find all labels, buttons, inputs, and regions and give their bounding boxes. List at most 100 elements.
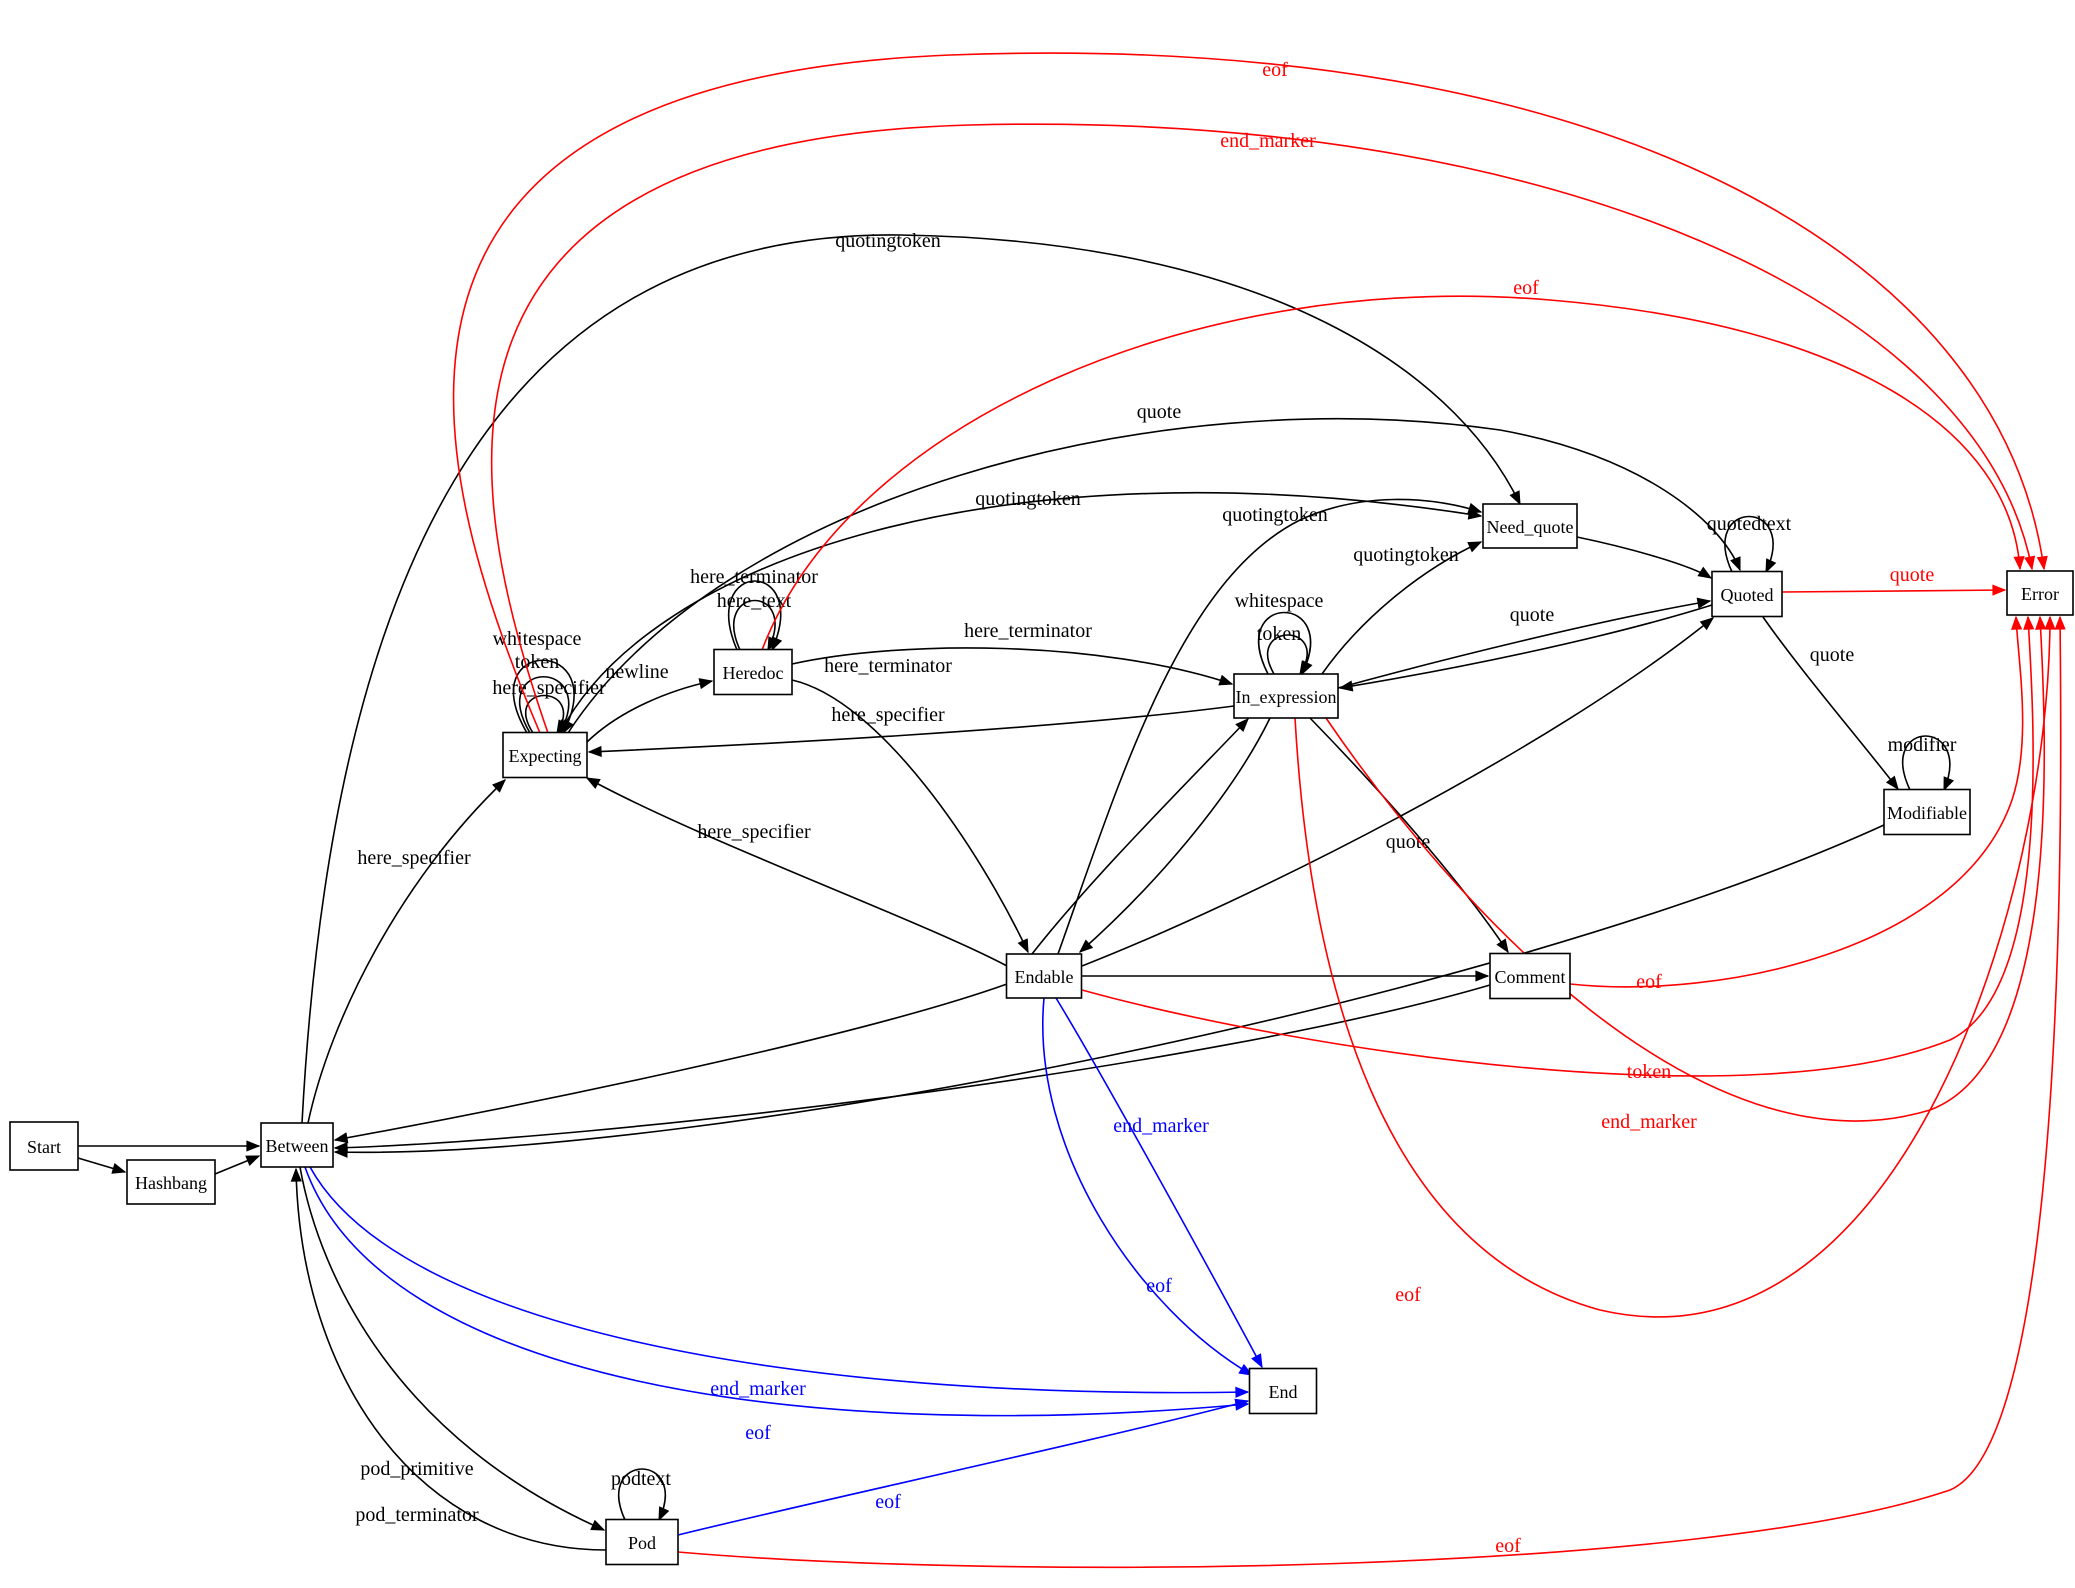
edge-Expecting-Expecting-token [518, 676, 571, 735]
edge-Between-Pod-pod_primitive [299, 1166, 606, 1531]
edge-label-Between-Expecting-here_specifier: here_specifier [357, 847, 471, 869]
edge-Pod-Pod-podtext [618, 1468, 670, 1522]
state-node-End: End [1248, 1367, 1318, 1415]
state-box-Start [9, 1121, 79, 1171]
state-box-Expecting [502, 731, 588, 779]
edge-Expecting-Heredoc-newline [586, 678, 714, 743]
edge-label-Pod-End-eof: eof [875, 1491, 901, 1513]
state-node-Start: Start [9, 1121, 79, 1171]
edge-Quoted-Quoted-quotedtext [1724, 515, 1777, 574]
edge-Between-Expecting-here_specifier [307, 779, 507, 1124]
edge-label-Between-Need_quote-quotingtoken: quotingtoken [835, 230, 941, 252]
edge-In_expression-Expecting-here_specifier [587, 705, 1235, 758]
edge-Expecting-Expecting-here_specifier [525, 694, 569, 735]
edge-label-Expecting-Expecting-here_specifier: here_specifier [492, 677, 606, 699]
edge-label-Between-Pod-pod_primitive: pod_primitive [360, 1458, 473, 1480]
state-label-Modifiable: Modifiable [1887, 803, 1967, 823]
edge-Heredoc-In_expression-here_terminator [791, 647, 1234, 686]
state-box-Hashbang [126, 1159, 216, 1205]
edge-label-Endable-Expecting-here_specifier: here_specifier [697, 821, 811, 843]
state-label-Pod: Pod [628, 1533, 656, 1553]
state-box-Modifiable [1883, 788, 1971, 836]
edge-label-Between-End-eof: eof [745, 1422, 771, 1444]
state-node-Modifiable: Modifiable [1883, 788, 1971, 836]
edge-label-Heredoc-Error-eof: eof [1513, 277, 1539, 299]
state-node-Between: Between [260, 1122, 334, 1168]
edge-Heredoc-Heredoc-here_text [733, 599, 779, 652]
edge-Expecting-Expecting-whitespace [512, 659, 575, 735]
state-label-Comment: Comment [1495, 967, 1566, 987]
edge-label-In_expression-Need_quote-quotingtoken: quotingtoken [1353, 544, 1459, 566]
state-node-Pod: Pod [605, 1518, 679, 1566]
edge-label-Between-End-end_marker: end_marker [710, 1378, 806, 1400]
edge-Endable-End-eof [1042, 997, 1254, 1376]
edge-Endable-In_expression [1031, 717, 1249, 955]
edge-Quoted-Error-quote [1781, 584, 2007, 596]
edge-label-Endable-Need_quote-quotingtoken: quotingtoken [1222, 504, 1328, 526]
edge-In_expression-Error-eof [1294, 615, 2056, 1318]
state-label-Heredoc: Heredoc [723, 663, 784, 683]
edge-Hashbang-Between [214, 1155, 261, 1175]
edge-label-Quoted-Modifiable-quote: quote [1810, 644, 1855, 666]
edge-label-In_expression-Expecting-here_specifier: here_specifier [831, 704, 945, 726]
edge-Start-Hashbang [77, 1157, 127, 1174]
edge-label-In_expression-In_expression-whitespace: whitespace [1235, 590, 1324, 612]
edge-label-Endable-End-eof: eof [1146, 1275, 1172, 1297]
state-label-End: End [1269, 1382, 1298, 1402]
state-node-In_expression: In_expression [1233, 673, 1339, 719]
edge-label-Endable-Quoted-quote: quote [1386, 831, 1431, 853]
state-box-In_expression [1233, 673, 1339, 719]
edge-Heredoc-Endable-here_terminator [791, 679, 1029, 954]
edge-label-Heredoc-Heredoc-here_text: here_text [717, 590, 792, 612]
state-label-Between: Between [266, 1136, 329, 1156]
edge-Endable-Error-token [1081, 615, 2035, 1077]
state-label-Quoted: Quoted [1721, 585, 1774, 605]
edge-label-Pod-Between-pod_terminator: pod_terminator [355, 1504, 479, 1526]
edge-Modifiable-Between [333, 824, 1885, 1158]
edge-Endable-Expecting-here_specifier [585, 777, 1008, 967]
edge-Heredoc-Error-eof [761, 295, 2025, 651]
edge-Endable-Need_quote-quotingtoken [1057, 498, 1483, 955]
edge-In_expression-Comment [1309, 717, 1509, 954]
edge-Pod-End-eof [677, 1398, 1250, 1536]
edge-Endable-Between [333, 983, 1008, 1144]
edge-Heredoc-Heredoc-here_terminator [728, 580, 783, 652]
edge-label-Heredoc-Heredoc-here_terminator: here_terminator [690, 566, 818, 588]
state-label-In_expression: In_expression [1236, 687, 1337, 707]
edge-Between-End-eof [304, 1166, 1250, 1417]
state-node-Heredoc: Heredoc [713, 648, 793, 696]
edge-Comment-Between [333, 984, 1491, 1154]
edge-Pod-Between-pod_terminator [290, 1167, 607, 1551]
state-box-Pod [605, 1518, 679, 1566]
edge-label-Expecting-Heredoc-newline: newline [605, 661, 668, 683]
state-node-Endable: Endable [1005, 953, 1083, 999]
state-node-Hashbang: Hashbang [126, 1159, 216, 1205]
edge-Between-Need_quote-quotingtoken [301, 234, 1521, 1124]
edge-In_expression-Need_quote-quotingtoken [1321, 541, 1483, 675]
state-box-Comment [1489, 952, 1571, 1000]
edge-label-Expecting-Need_quote-quotingtoken: quotingtoken [975, 488, 1081, 510]
state-box-Heredoc [713, 648, 793, 696]
state-label-Endable: Endable [1015, 967, 1074, 987]
edge-label-Endable-Error-token: token [1627, 1061, 1671, 1083]
edge-label-Heredoc-Endable-here_terminator: here_terminator [824, 655, 952, 677]
state-label-Hashbang: Hashbang [135, 1173, 207, 1193]
edge-In_expression-Endable [1078, 717, 1271, 953]
edge-Expecting-Quoted-quote [567, 417, 1741, 734]
edge-In_expression-Quoted-quote [1337, 597, 1712, 689]
edge-label-Pod-Error-eof: eof [1495, 1535, 1521, 1557]
edge-Expecting-Error-eof [452, 52, 2048, 734]
edge-Expecting-Error-end_marker [490, 123, 2036, 734]
edge-label-Heredoc-In_expression-here_terminator: here_terminator [964, 620, 1092, 642]
edge-Pod-Error-eof [677, 615, 2066, 1569]
edge-Endable-End-end_marker [1055, 997, 1263, 1369]
state-node-Need_quote: Need_quote [1482, 503, 1578, 549]
state-label-Start: Start [27, 1137, 61, 1157]
edge-In_expression-In_expression-token [1266, 634, 1312, 676]
edge-label-Quoted-Error-quote: quote [1890, 564, 1935, 586]
state-box-Need_quote [1482, 503, 1578, 549]
edge-label-Modifiable-Modifiable-modifier: modifier [1888, 734, 1957, 756]
edge-Between-End-end_marker [309, 1166, 1250, 1398]
edge-label-Quoted-Quoted-quotedtext: quotedtext [1707, 513, 1792, 535]
